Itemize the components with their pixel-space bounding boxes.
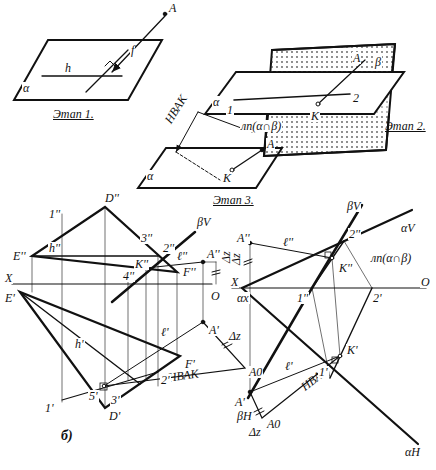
point-label: Δz: [228, 330, 242, 342]
point-label: K: [222, 172, 232, 184]
point-label: лп(α∩β): [240, 120, 282, 132]
point-label: 2'': [348, 228, 361, 240]
bottom-right-epure: [232, 205, 426, 444]
point-label: αx: [236, 292, 250, 304]
stage-caption: Этап 3.: [212, 194, 255, 206]
point-label: A0: [248, 366, 263, 378]
point-label: X: [230, 276, 239, 288]
point-label: A: [352, 52, 361, 64]
point-label: K': [346, 344, 359, 356]
point-label: Δz: [230, 252, 242, 266]
point-label: f: [130, 44, 135, 56]
point-label: h': [74, 338, 85, 350]
point-label: A': [234, 396, 246, 408]
point-label: A': [208, 324, 220, 336]
point-label: K: [310, 110, 320, 122]
point-label: A0: [266, 418, 281, 430]
point-label: A'': [206, 248, 220, 260]
stage2-figure: [205, 44, 404, 156]
figure-letter: б): [60, 430, 74, 442]
point-label: E'': [12, 250, 26, 262]
point-label: βV: [196, 216, 211, 228]
point-label: Δz: [248, 426, 262, 438]
point-label: 2: [352, 92, 360, 104]
point-label: βV: [346, 200, 361, 212]
point-label: 3': [110, 394, 121, 406]
point-label: E': [4, 292, 16, 304]
point-label: НВАК: [162, 92, 190, 126]
point-label: 3'': [140, 232, 153, 244]
point-label: O: [420, 276, 431, 288]
point-label: K'': [134, 258, 149, 270]
point-label: αH: [404, 446, 421, 458]
point-label: A: [266, 138, 275, 150]
point-label: K'': [338, 262, 353, 274]
point-label: 1'': [296, 292, 309, 304]
point-label: α: [22, 82, 30, 94]
stage1-figure: [14, 12, 167, 100]
point-label: D'': [104, 192, 120, 204]
point-label: 4'': [122, 270, 135, 282]
point-label: 2': [160, 374, 171, 386]
point-label: βH: [236, 410, 253, 422]
stage3-figure: [138, 112, 282, 188]
point-label: 2'': [162, 242, 175, 254]
point-label: F': [184, 358, 196, 370]
point-label: α: [146, 170, 154, 182]
point-label: ℓ'': [176, 250, 188, 262]
point-label: 1: [226, 104, 234, 116]
point-label: αV: [400, 222, 416, 234]
point-label: A: [168, 2, 177, 14]
point-label: 5': [88, 390, 99, 402]
point-label: A'': [236, 232, 250, 244]
point-label: O: [210, 290, 221, 302]
point-label: h: [64, 62, 72, 74]
stage-caption: Этап 2.: [384, 120, 427, 132]
point-label: 1'': [48, 208, 61, 220]
point-label: h'': [48, 242, 61, 254]
point-label: 1': [318, 366, 329, 378]
point-label: 2': [372, 292, 383, 304]
bottom-left-epure: [12, 207, 245, 408]
point-label: D': [108, 410, 121, 422]
point-label: ℓ'': [282, 236, 294, 248]
point-label: β: [374, 56, 382, 68]
point-label: F'': [182, 266, 196, 278]
point-label: X: [4, 272, 13, 284]
point-label: лп(α∩β): [370, 252, 412, 264]
point-label: 1': [44, 402, 55, 414]
stage-caption: Этап 1.: [52, 108, 95, 120]
point-label: ℓ': [284, 360, 294, 372]
point-label: ℓ': [160, 326, 170, 338]
point-label: α: [212, 96, 220, 108]
